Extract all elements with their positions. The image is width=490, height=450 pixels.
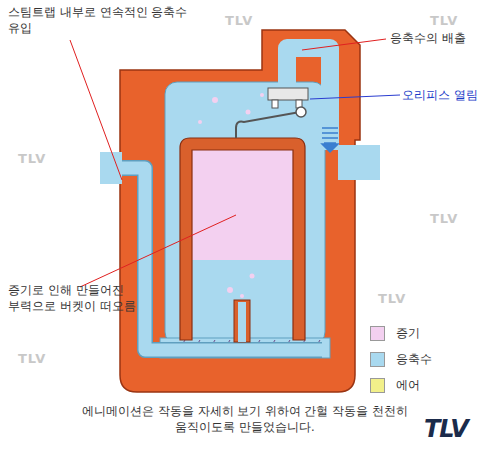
center-stem-bore (238, 302, 246, 342)
leader-line (70, 40, 122, 180)
valve-seat (268, 88, 308, 100)
callout-text: 오리피스 열림 (402, 87, 486, 103)
inlet-opening (100, 152, 122, 184)
callout-text: 응축수의 배출 (390, 30, 485, 46)
valve-leg (272, 100, 278, 108)
leader-line (80, 215, 236, 287)
caption: 에니메이션은 작동을 자세히 보기 위하여 간헐 작동을 천천히 움직이도록 만… (80, 404, 410, 435)
steam-in-bucket (192, 150, 293, 260)
center-stem (234, 300, 250, 342)
watermark: TLV (18, 350, 46, 368)
legend-swatch (370, 326, 385, 341)
legend-swatch (370, 352, 385, 367)
flow-arrow (322, 128, 338, 152)
outlet-opening (338, 145, 380, 180)
watermark: TLV (430, 210, 458, 228)
valve-ball (296, 107, 306, 117)
lever (236, 112, 300, 138)
trap-body (120, 30, 360, 392)
watermark: TLV (225, 12, 253, 30)
legend-swatch (370, 378, 385, 393)
leader-line (302, 39, 386, 50)
legend-text: 에어 (396, 377, 420, 393)
legend-text: 증기 (396, 325, 420, 341)
legend-text: 응축수 (396, 351, 432, 367)
leader-line (310, 95, 400, 99)
watermark: TLV (18, 150, 46, 168)
trap-cavity (165, 82, 325, 344)
callout-text: 증기로 인해 만들어진 부력으로 버켓이 떠오름 (8, 282, 136, 314)
callout-text: 스팀트랩 내부로 연속적인 응축수 유입 (8, 4, 198, 36)
watermark: TLV (430, 12, 458, 30)
logo: TLV (424, 413, 468, 445)
watermark: TLV (378, 290, 406, 308)
steam-bubbles (198, 93, 264, 298)
